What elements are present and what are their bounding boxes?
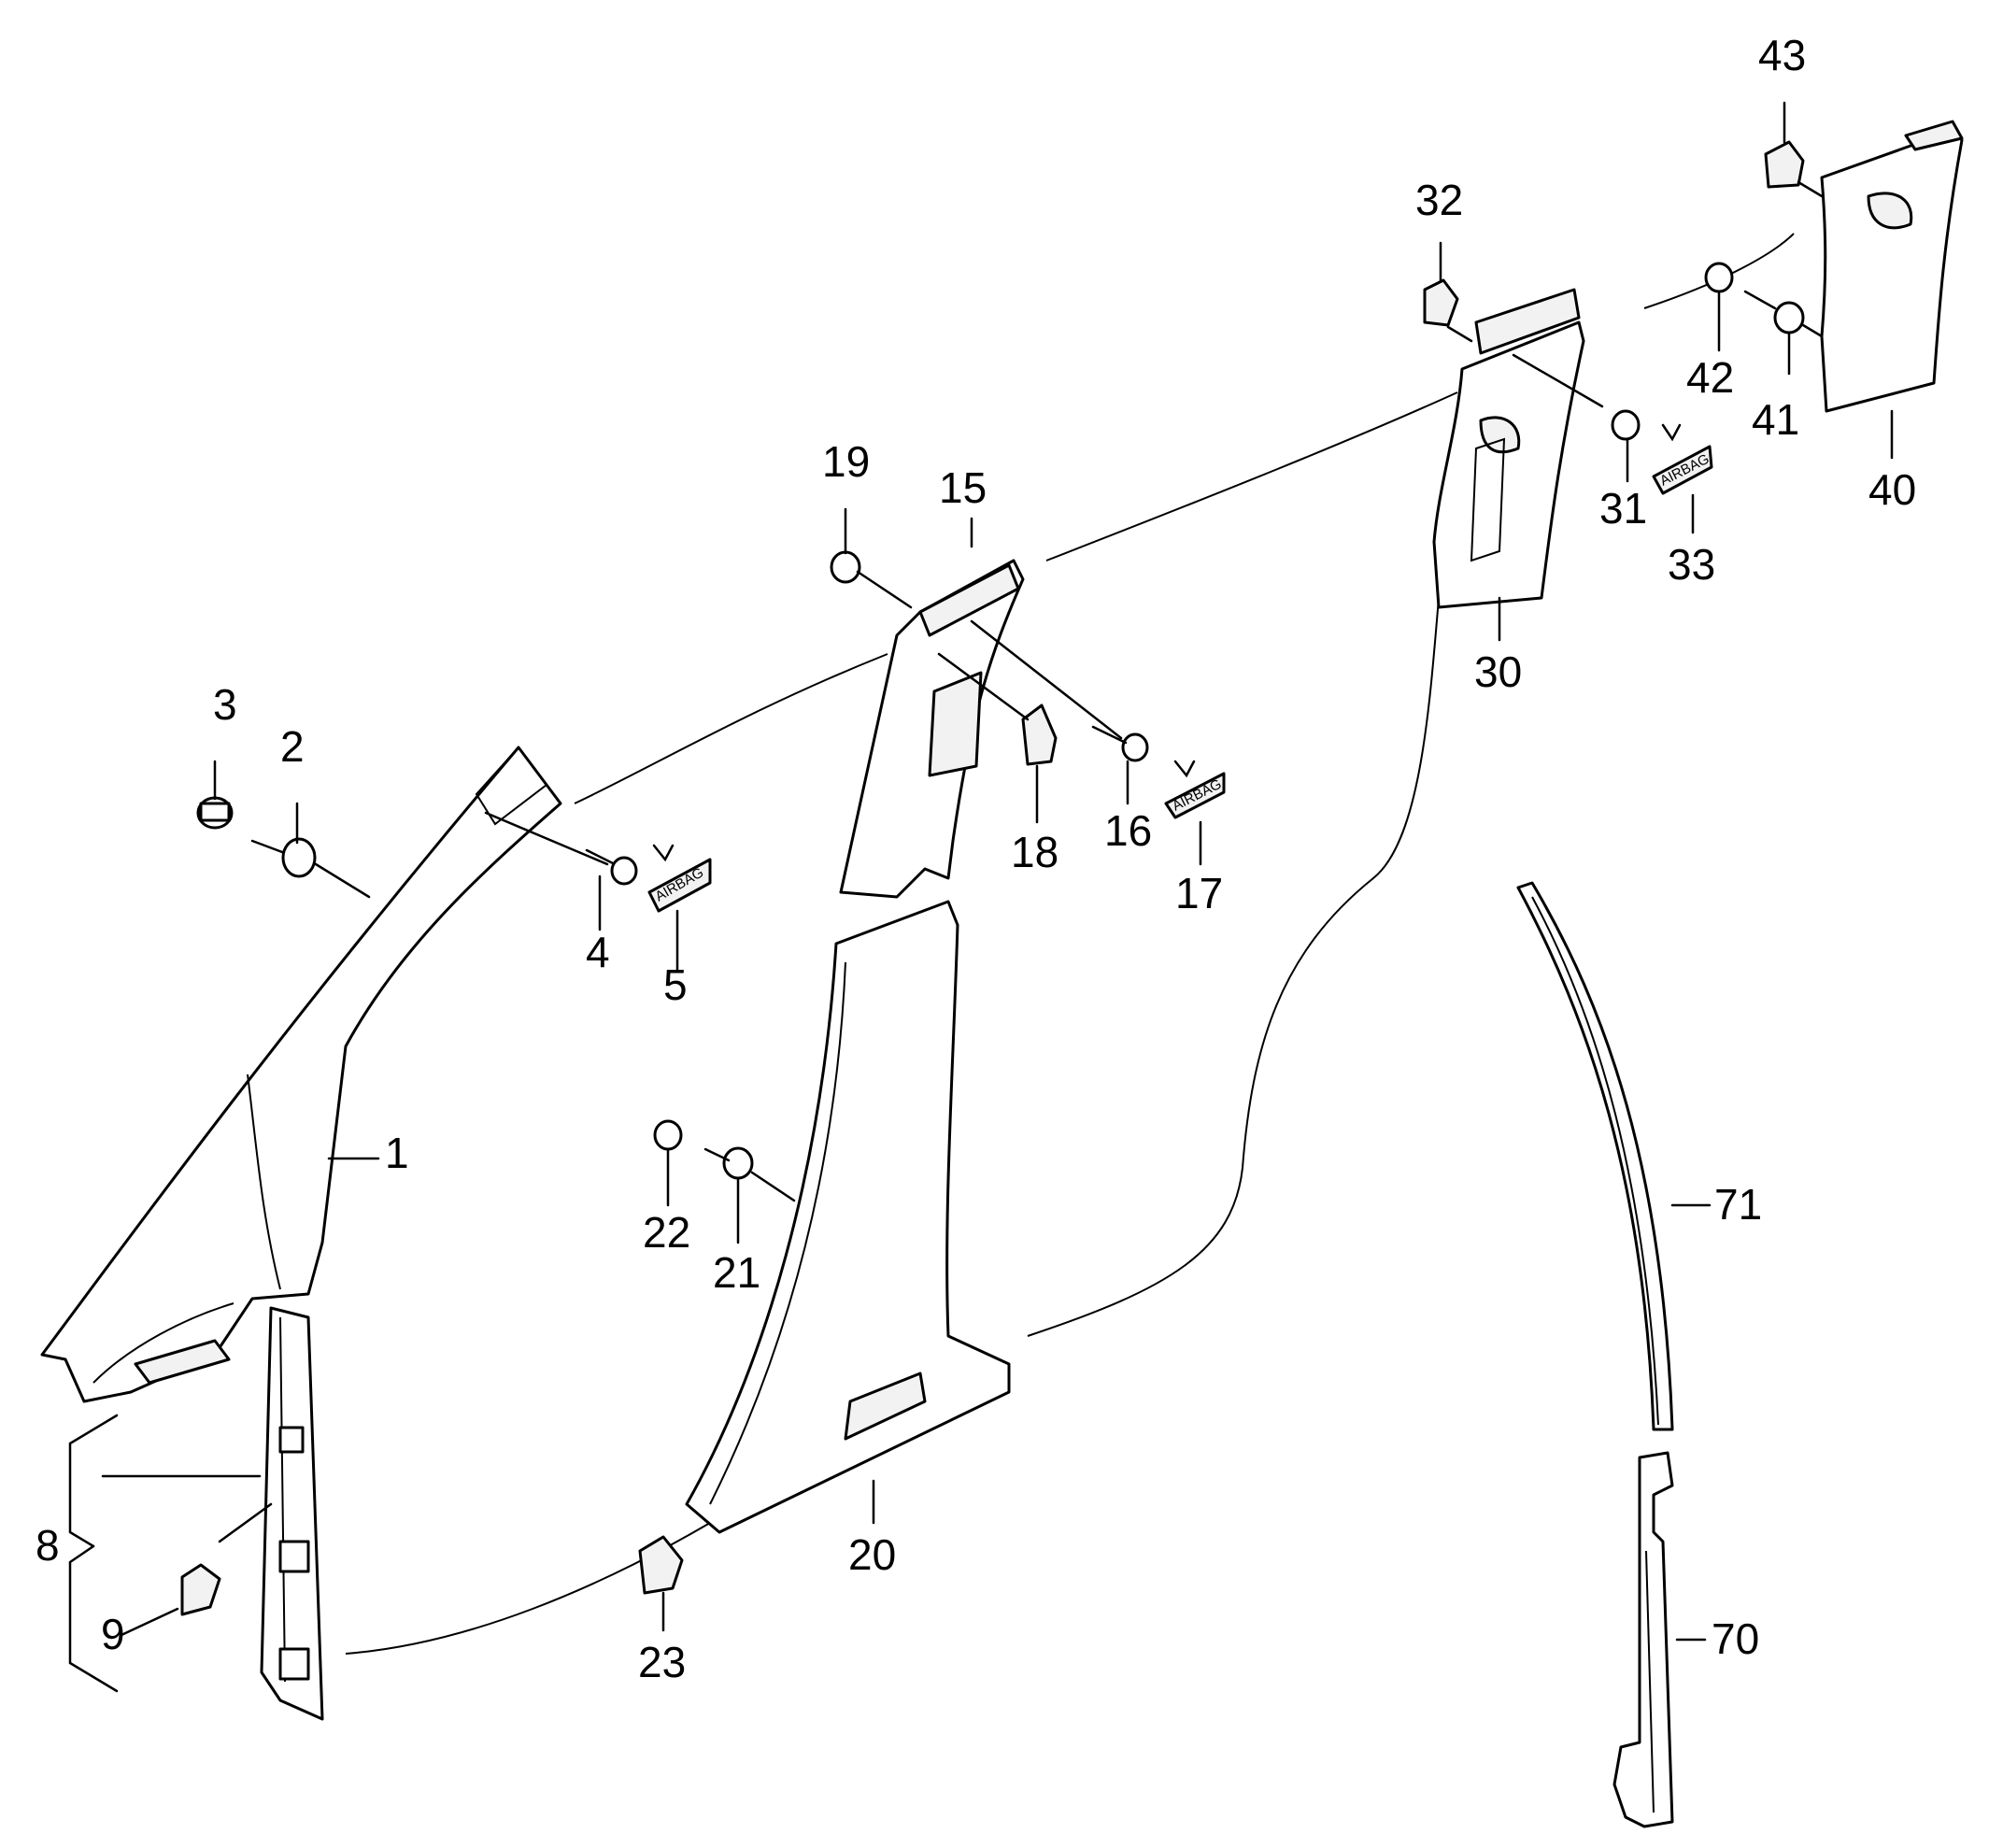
fastener-3-clip [196, 796, 234, 830]
callout-3: 3 [213, 680, 237, 729]
callout-21: 21 [713, 1248, 760, 1297]
callout-15: 15 [939, 463, 987, 512]
body-contour-line [345, 233, 1795, 1655]
callout-41: 41 [1752, 395, 1799, 444]
callout-4: 4 [586, 928, 610, 976]
a-pillar-trim [40, 746, 562, 1403]
fastener-4-screw [484, 811, 638, 886]
callout-20: 20 [848, 1530, 896, 1579]
callout-40: 40 [1868, 465, 1916, 514]
callout-2: 2 [280, 722, 305, 771]
door-seal-71 [1516, 881, 1674, 1431]
airbag-badge-17: AIRBAG [1164, 760, 1226, 819]
callout-19: 19 [822, 437, 870, 486]
callout-8: 8 [36, 1521, 60, 1570]
callout-22: 22 [643, 1208, 690, 1257]
lower-a-pillar-trim [180, 1306, 324, 1721]
c-pillar-trim [1423, 278, 1641, 609]
airbag-badge-5: AIRBAG [647, 844, 712, 913]
seal-clip-70 [1612, 1451, 1674, 1828]
callout-18: 18 [1011, 828, 1058, 876]
b-pillar-upper-trim [830, 550, 1149, 899]
callout-30: 30 [1474, 647, 1522, 696]
callout-1: 1 [385, 1129, 409, 1177]
callout-42: 42 [1686, 353, 1734, 402]
callout-labels: 1 2 3 4 5 8 9 15 16 17 18 19 20 21 22 23… [36, 31, 1916, 1686]
leader-lines [68, 101, 1894, 1693]
callout-23: 23 [638, 1638, 686, 1686]
callout-17: 17 [1175, 869, 1223, 917]
callout-70: 70 [1712, 1614, 1759, 1663]
callout-33: 33 [1668, 540, 1715, 589]
callout-43: 43 [1758, 31, 1806, 79]
callout-5: 5 [663, 960, 688, 1009]
d-pillar-trim [1704, 120, 1964, 413]
fastener-2-screw [250, 837, 371, 899]
callout-16: 16 [1104, 806, 1152, 855]
callout-32: 32 [1415, 176, 1463, 224]
b-pillar-lower-trim [638, 900, 1011, 1595]
callout-31: 31 [1599, 484, 1647, 533]
callout-9: 9 [101, 1610, 125, 1658]
airbag-badge-33: AIRBAG [1652, 423, 1713, 495]
callout-71: 71 [1714, 1180, 1762, 1229]
